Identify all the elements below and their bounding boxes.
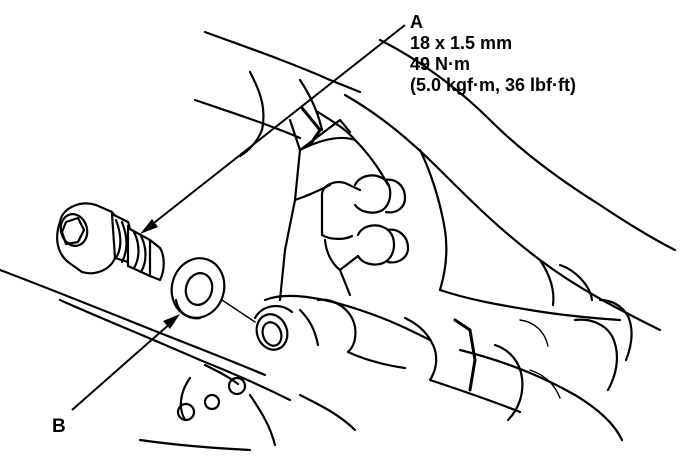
callout-a-torque: 49 N·m bbox=[410, 54, 471, 74]
case-boss-lower bbox=[323, 224, 410, 297]
leader-line-b bbox=[71, 314, 180, 411]
callout-a-torque-alt: (5.0 kgf·m, 36 lbf·ft) bbox=[410, 75, 577, 95]
callout-a-label: A 18 x 1.5 mm 49 N·m (5.0 kgf·m, 36 lbf·… bbox=[410, 12, 576, 96]
drain-bolt bbox=[56, 202, 165, 282]
case-boss-upper bbox=[320, 174, 407, 240]
alignment-line bbox=[221, 299, 256, 323]
transmission-case bbox=[0, 30, 677, 452]
callout-a-size: 18 x 1.5 mm bbox=[410, 33, 513, 53]
drain-hole bbox=[253, 304, 294, 351]
callout-b-label: B bbox=[52, 416, 66, 437]
sealing-washer bbox=[170, 257, 226, 320]
leader-line-a bbox=[140, 24, 406, 234]
callout-a-letter: A bbox=[410, 12, 423, 32]
callout-b-letter: B bbox=[52, 416, 66, 437]
